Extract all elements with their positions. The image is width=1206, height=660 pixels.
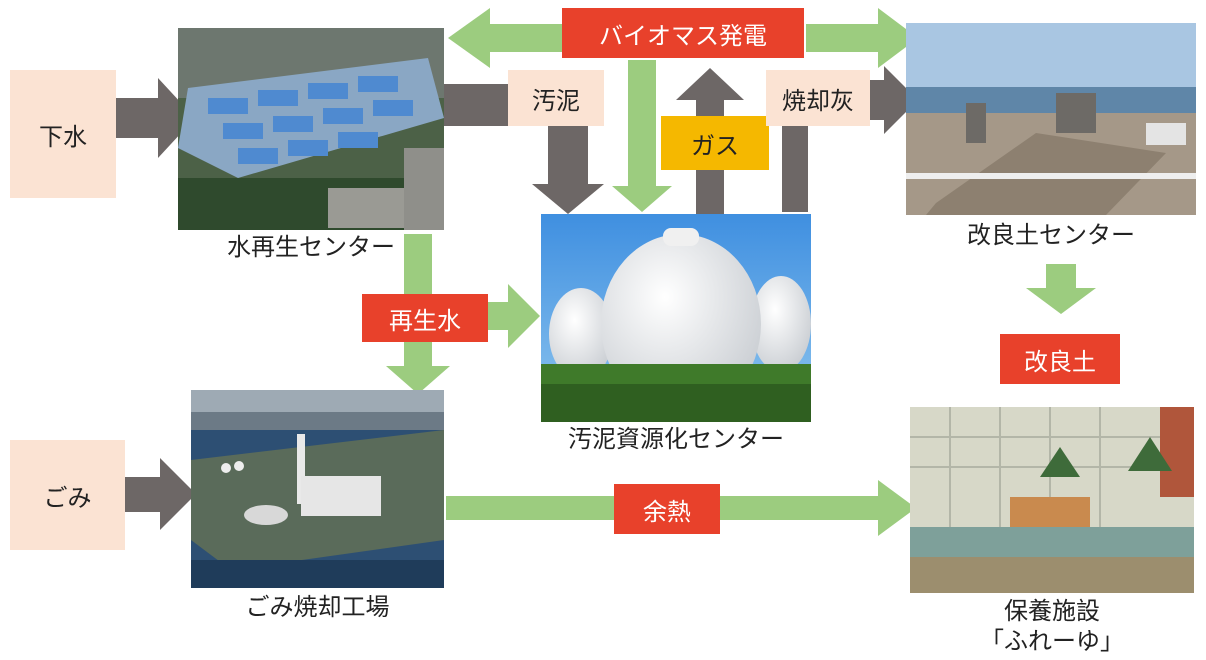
arrow-ash-to-soil-center [870, 66, 918, 134]
arrow-biomass-to-sludge-center [612, 60, 672, 212]
improved-soil-label: 改良土 [1000, 334, 1120, 384]
water-reclamation-center-caption: 水再生センター [227, 233, 395, 261]
biomass-power-label: バイオマス発電 [562, 8, 804, 58]
sewage-input-label: 下水 [10, 70, 116, 198]
soil-center-photo [906, 23, 1196, 215]
arrow-ash-up [782, 122, 808, 212]
arrow-biomass-to-soil-center [806, 8, 918, 68]
incineration-ash-label: 焼却灰 [766, 70, 870, 126]
arrow-sludge-down [532, 124, 604, 214]
recreation-facility-photo [910, 407, 1194, 593]
recreation-facility-caption-line1: 保養施設 [1004, 597, 1100, 625]
sludge-recycling-center-caption: 汚泥資源化センター [568, 425, 784, 453]
sludge-recycling-center-photo [541, 214, 811, 422]
water-reclamation-center-photo [178, 28, 444, 230]
recreation-facility-caption-line2: 「ふれーゆ」 [980, 627, 1124, 655]
arrow-sewage-in [115, 78, 195, 158]
garbage-input-label: ごみ [10, 440, 125, 550]
arrow-garbage-in [124, 458, 196, 530]
reclaimed-water-label: 再生水 [362, 294, 488, 342]
waste-heat-label: 余熱 [614, 484, 720, 534]
arrow-water-to-sludge-label [444, 84, 508, 126]
incineration-plant-photo [191, 390, 444, 588]
incineration-plant-caption: ごみ焼却工場 [245, 593, 390, 621]
gas-label: ガス [661, 116, 769, 170]
soil-center-caption: 改良土センター [967, 221, 1135, 249]
arrow-reclaimed-water-right [488, 284, 540, 348]
sludge-label: 汚泥 [508, 70, 604, 126]
arrow-soil-down [1026, 264, 1096, 314]
arrow-biomass-to-water-center [448, 8, 562, 68]
